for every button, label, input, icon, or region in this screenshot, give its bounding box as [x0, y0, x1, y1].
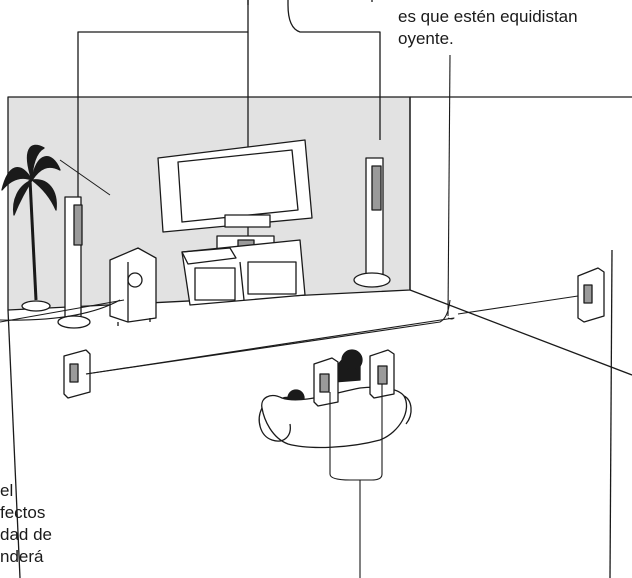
- caption-top-right-line-2: oyente.: [398, 29, 454, 48]
- caption-bottom-left-line-3: dad de: [0, 525, 52, 544]
- right-wall-edge: [609, 249, 613, 578]
- floor-back-edge: [409, 289, 632, 376]
- ceiling-shadow-line: [59, 159, 111, 196]
- palm-tree: [1, 144, 61, 312]
- caption-bottom-left-line-4: nderá: [0, 547, 44, 566]
- sofa-with-listeners: [258, 349, 412, 449]
- subwoofer: [109, 247, 157, 326]
- surround-left-speaker: [63, 349, 91, 399]
- caption-bottom-left-line-1: el: [0, 481, 14, 500]
- caption-bottom-left-line-2: fectos: [0, 503, 46, 522]
- television: [157, 139, 313, 233]
- front-right-speaker: [353, 157, 391, 288]
- tv-stand: [181, 239, 306, 306]
- caption-top-right-line-1: es que estén equidistan: [398, 7, 578, 26]
- callout-lines: [0, 54, 579, 578]
- room-outline: [7, 96, 632, 578]
- front-left-speaker: [57, 196, 91, 329]
- surround-right-speaker: [577, 267, 605, 323]
- left-floor-edge: [7, 309, 21, 578]
- caption-top-right: es que estén equidistan oyente.: [398, 6, 632, 50]
- caption-bottom-left: el fectos dad de nderá: [0, 480, 80, 568]
